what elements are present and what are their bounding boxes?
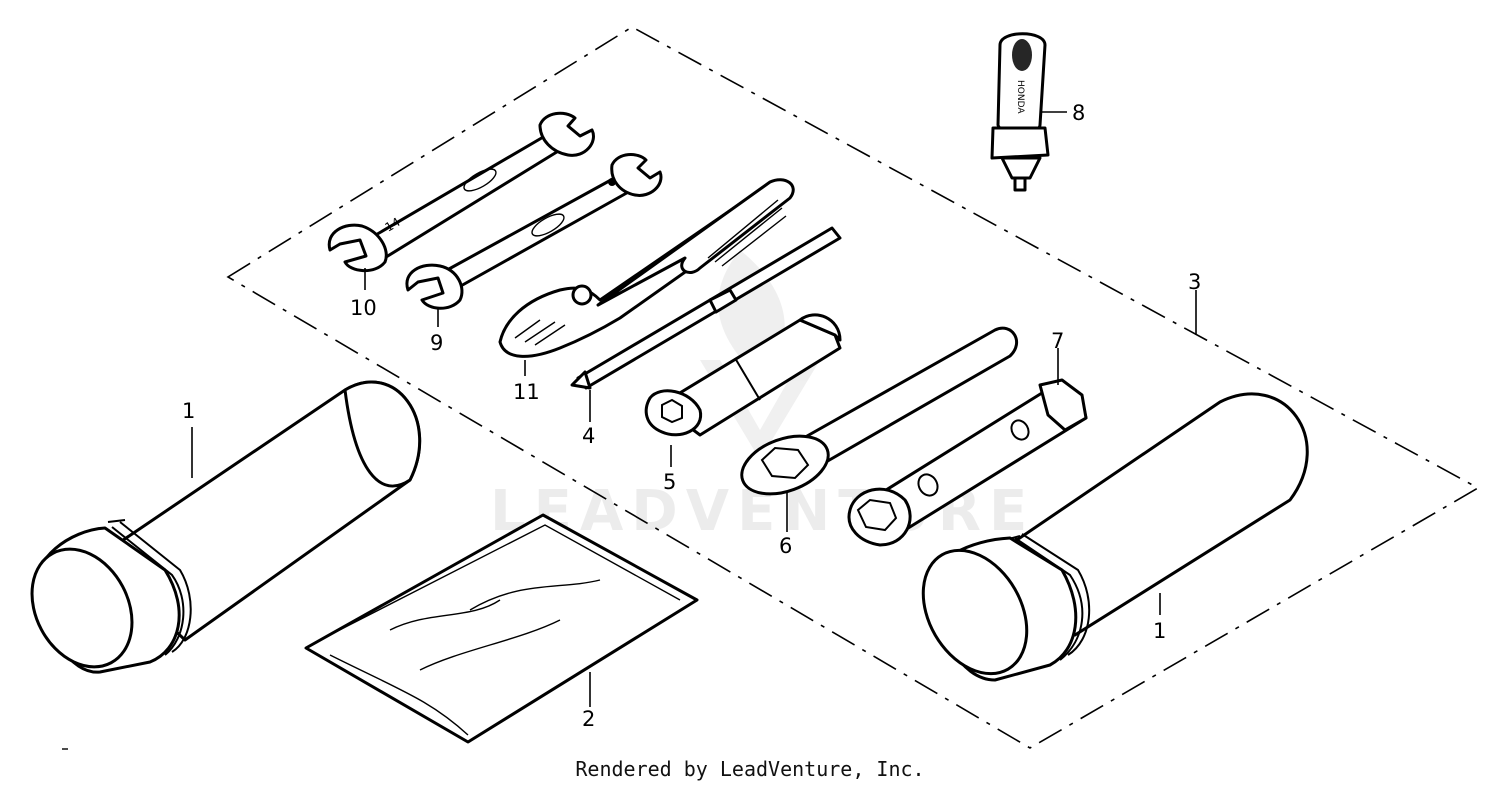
callout-11: 11 xyxy=(513,380,540,404)
plug-wrench-7 xyxy=(847,378,1088,547)
callout-10: 10 xyxy=(350,296,377,320)
tool-case-right xyxy=(921,392,1309,682)
callout-5: 5 xyxy=(663,470,676,494)
callout-8: 8 xyxy=(1072,101,1085,125)
callout-7: 7 xyxy=(1051,329,1064,353)
spanner-6 xyxy=(740,326,1018,496)
callout-2: 2 xyxy=(582,707,595,731)
tool-bag xyxy=(304,513,699,744)
wrench-10: 14 xyxy=(327,111,595,273)
leader-lines xyxy=(191,111,1197,707)
footer-credit: Rendered by LeadVenture, Inc. xyxy=(575,757,925,781)
callout-1-right: 1 xyxy=(1153,619,1166,643)
wrench-9 xyxy=(405,153,663,310)
tool-kit-boundary xyxy=(226,26,1480,749)
socket-extension-5 xyxy=(644,313,842,437)
callout-9: 9 xyxy=(430,331,443,355)
tool-case-left xyxy=(30,380,422,674)
callout-3: 3 xyxy=(1188,270,1201,294)
callout-1-left: 1 xyxy=(182,399,195,423)
callout-6: 6 xyxy=(779,534,792,558)
pliers-11 xyxy=(498,178,795,358)
callout-4: 4 xyxy=(582,424,595,448)
svg-text:14: 14 xyxy=(383,215,403,235)
screwdriver-4 xyxy=(570,226,842,390)
svg-text:HONDA: HONDA xyxy=(1015,80,1025,114)
grip-8: HONDA xyxy=(990,32,1050,192)
